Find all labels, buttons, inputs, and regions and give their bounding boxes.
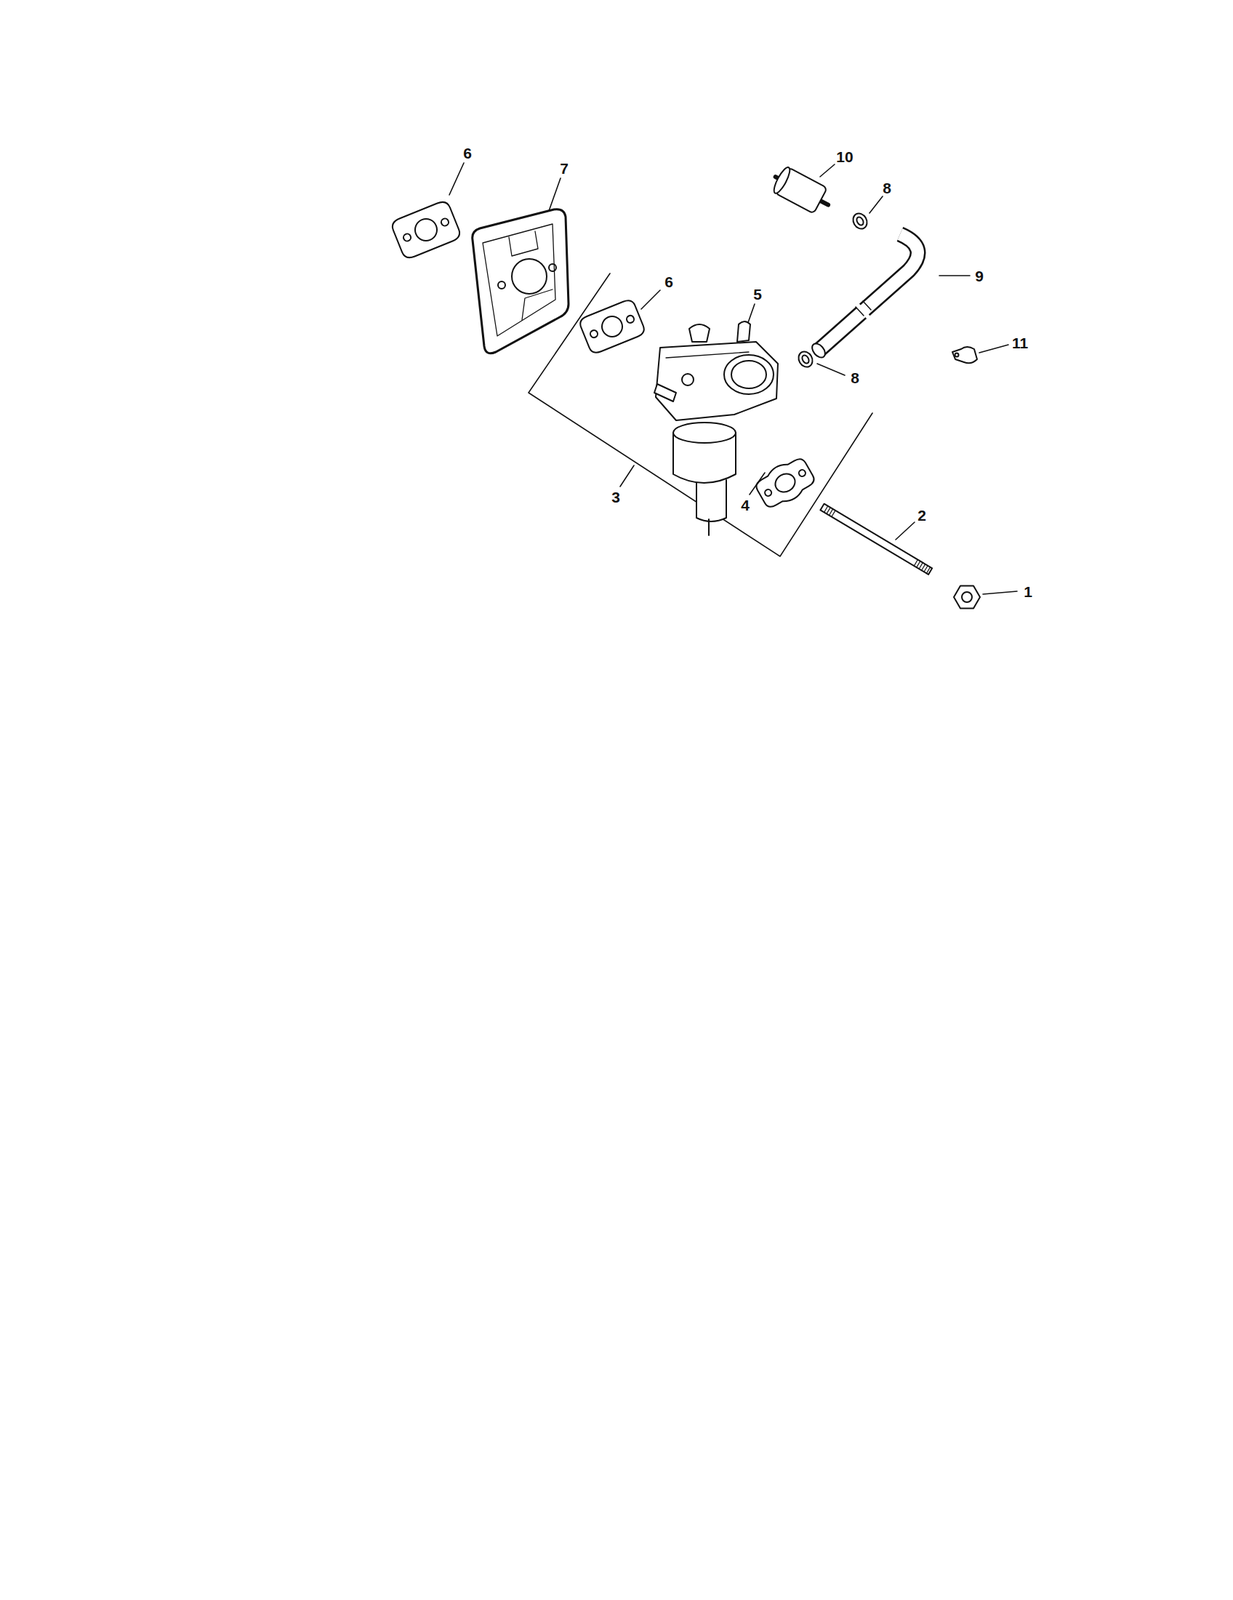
group-bracket xyxy=(528,273,873,557)
callout-number: 3 xyxy=(611,489,621,505)
fuel-filter xyxy=(768,164,835,219)
callout-number: 8 xyxy=(850,370,860,386)
callout-number: 7 xyxy=(559,160,569,176)
callout-number: 9 xyxy=(974,268,984,284)
callout-number: 10 xyxy=(836,149,853,165)
hose-clip xyxy=(952,346,978,363)
stud xyxy=(820,503,933,575)
fuel-hose xyxy=(809,234,919,360)
gasket xyxy=(752,452,819,512)
callout-number: 8 xyxy=(882,180,892,196)
gasket xyxy=(390,199,463,260)
callout-number: 1 xyxy=(1023,583,1033,600)
leader-lines xyxy=(449,162,1018,594)
callout-number: 5 xyxy=(753,286,762,302)
gasket xyxy=(577,298,647,355)
callout-number: 2 xyxy=(917,507,927,523)
carburetor xyxy=(654,321,778,536)
callout-number: 11 xyxy=(1011,335,1028,351)
callout-number: 6 xyxy=(463,145,472,161)
callout-number: 6 xyxy=(664,274,674,290)
air-baffle-plate xyxy=(472,209,569,354)
nut xyxy=(953,585,981,608)
callout-number: 4 xyxy=(740,497,750,513)
